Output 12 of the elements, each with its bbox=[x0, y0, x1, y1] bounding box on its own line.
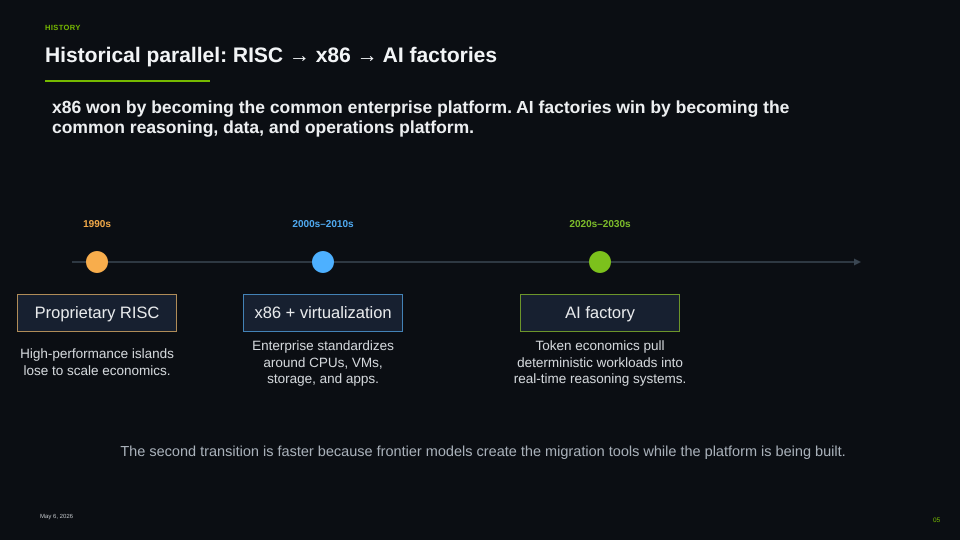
period-label: 2020s–2030s bbox=[569, 219, 631, 230]
stage-box: x86 + virtualization bbox=[243, 294, 403, 332]
stage-description: High-performance islands lose to scale economics. bbox=[19, 346, 175, 379]
stage-box: Proprietary RISC bbox=[17, 294, 177, 332]
slide-title: Historical parallel: RISC → x86 → AI factories bbox=[45, 44, 498, 68]
stage-description: Token economics pull deterministic workloads into real-time reasoning systems. bbox=[512, 338, 688, 388]
stage-box: AI factory bbox=[520, 294, 680, 332]
period-label: 1990s bbox=[83, 219, 111, 230]
period-label: 2000s–2010s bbox=[292, 219, 354, 230]
slide-subtitle: x86 won by becoming the common enterprise platform. AI factories win by becoming the common reasoning, data, and operations platform. bbox=[52, 97, 790, 137]
footnote-text: The second transition is faster because frontier models create the migration tools while the platform is being built. bbox=[120, 444, 846, 460]
stage-description: Enterprise standardizes around CPUs, VMs, storage, and apps. bbox=[251, 338, 395, 388]
